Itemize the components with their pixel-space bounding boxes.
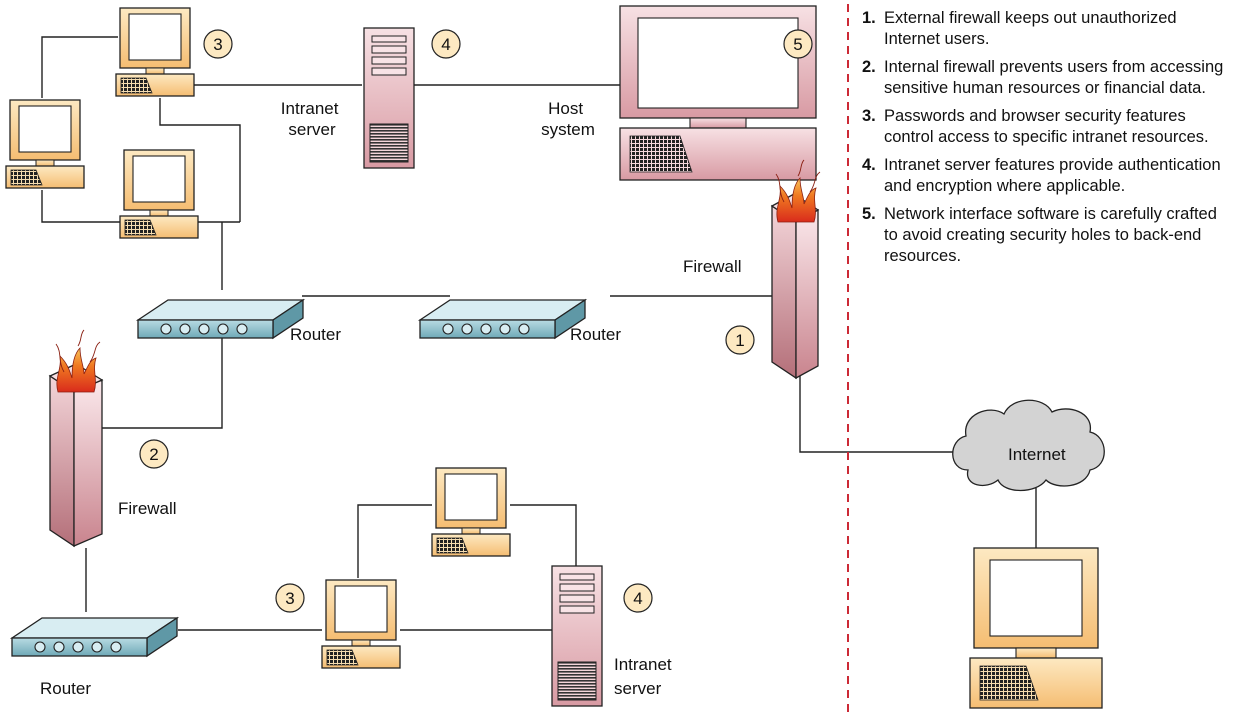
legend-text: External firewall keeps out unauthorized…: [884, 9, 1177, 48]
legend-text: Network interface software is carefully …: [884, 205, 1217, 265]
svg-text:1: 1: [735, 331, 744, 350]
legend-item-5: 5. Network interface software is careful…: [862, 204, 1234, 267]
wire-ws1-bus: [41, 36, 118, 98]
legend: 1. External firewall keeps out unauthori…: [862, 8, 1234, 274]
legend-item-1: 1. External firewall keeps out unauthori…: [862, 8, 1234, 50]
svg-text:4: 4: [633, 589, 642, 608]
legend-item-4: 4. Intranet server features provide auth…: [862, 155, 1234, 197]
cloud-icon: [952, 399, 1105, 492]
router-label-bottom: Router: [40, 679, 91, 698]
network-wires: [41, 36, 1037, 631]
server-icon: [551, 565, 603, 707]
wire-firewall-internet: [799, 374, 958, 453]
workstation-icon: [969, 547, 1103, 709]
svg-text:4: 4: [441, 35, 450, 54]
router-icon: [11, 617, 178, 657]
svg-text:3: 3: [213, 35, 222, 54]
legend-number: 2.: [862, 58, 876, 76]
svg-text:5: 5: [793, 35, 802, 54]
marker-2: 2: [139, 439, 169, 469]
legend-number: 3.: [862, 107, 876, 125]
flame-icon: [55, 329, 101, 393]
marker-4-bottom: 4: [623, 583, 653, 613]
legend-text: Passwords and browser security features …: [884, 107, 1209, 146]
svg-text:3: 3: [285, 589, 294, 608]
svg-text:2: 2: [149, 445, 158, 464]
firewall-label-right: Firewall: [683, 257, 742, 276]
legend-number: 5.: [862, 205, 876, 223]
wire-ws1-down: [159, 98, 241, 222]
legend-text: Internal firewall prevents users from ac…: [884, 58, 1224, 97]
wire-router-firewall2: [102, 336, 223, 429]
host-system-label: Host system: [541, 99, 595, 139]
workstation-icon: [431, 467, 511, 557]
firewall-icon: [770, 159, 821, 380]
workstation-icon: [5, 99, 85, 189]
router-icon: [137, 299, 304, 339]
legend-item-2: 2. Internal firewall prevents users from…: [862, 57, 1234, 99]
legend-item-3: 3. Passwords and browser security featur…: [862, 106, 1234, 148]
marker-1: 1: [725, 325, 755, 355]
router-label-right: Router: [570, 325, 621, 344]
router-icon: [419, 299, 586, 339]
intranet-server-label-bottom: Intranet server: [614, 655, 676, 698]
workstation-icon: [321, 579, 401, 669]
intranet-server-label-top: Intranet server: [281, 99, 343, 139]
workstation-icon: [115, 7, 195, 97]
marker-3-top: 3: [203, 29, 233, 59]
firewall-icon: [48, 329, 104, 548]
legend-number: 1.: [862, 9, 876, 27]
marker-5: 5: [783, 29, 813, 59]
host-system-icon: [619, 5, 817, 181]
firewall-label-left: Firewall: [118, 499, 177, 518]
marker-4-top: 4: [431, 29, 461, 59]
router-label-left: Router: [290, 325, 341, 344]
server-icon: [363, 27, 415, 169]
wire-ws2-ws3: [41, 190, 122, 223]
wire-ws5-ws4: [357, 504, 432, 578]
legend-text: Intranet server features provide authent…: [884, 156, 1221, 195]
workstation-icon: [119, 149, 199, 239]
wire-ws4-server: [510, 504, 577, 566]
marker-3-bottom: 3: [275, 583, 305, 613]
internet-label: Internet: [1008, 445, 1066, 464]
legend-number: 4.: [862, 156, 876, 174]
